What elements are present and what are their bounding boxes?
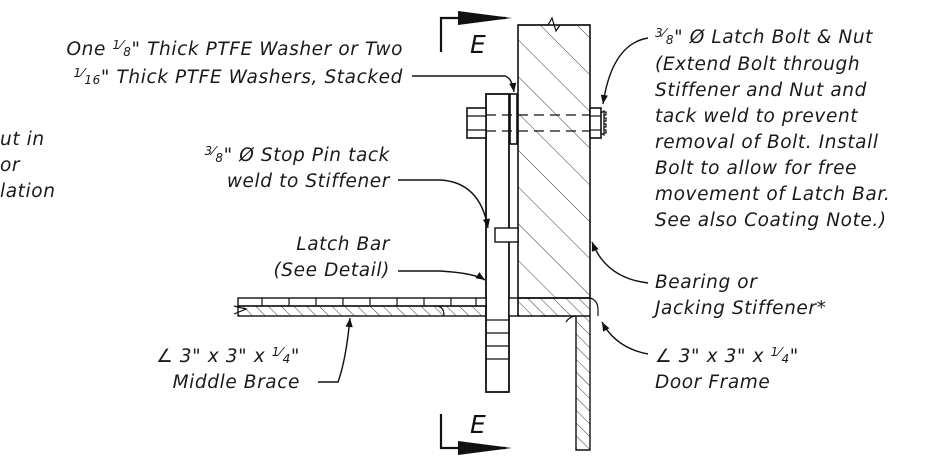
- washer-note-line1: One 1⁄8" Thick PTFE Washer or Two: [66, 38, 403, 60]
- washer-leader: [412, 75, 517, 93]
- middle-brace-note-line1: ∠ 3" x 3" x 1⁄4": [156, 345, 300, 367]
- washer-note-line2: 1⁄16" Thick PTFE Washers, Stacked: [74, 66, 403, 88]
- stop-pin: [494, 227, 519, 243]
- latch-bolt-note-line4: tack weld to prevent: [655, 106, 858, 127]
- latch-bolt-leader: [600, 37, 649, 105]
- stop-pin-note-line2: weld to Stiffener: [227, 171, 391, 192]
- door-frame-note-line2: Door Frame: [655, 372, 770, 393]
- middle-brace-toe: [508, 297, 519, 317]
- stiffener-note-line1: Bearing or: [655, 272, 758, 293]
- door-frame-note-line1: ∠ 3" x 3" x 1⁄4": [655, 345, 799, 367]
- partial-left-line2: or: [0, 155, 21, 176]
- ptfe-washer: [509, 93, 518, 145]
- latch-bolt: [466, 107, 607, 139]
- stiffener-leader: [591, 241, 649, 284]
- stop-pin-leader: [398, 179, 491, 229]
- section-cut-bottom: E: [439, 410, 512, 455]
- latch-bolt-note-line2: (Extend Bolt through: [655, 54, 860, 75]
- door-frame-angle: [517, 297, 599, 451]
- partial-left-line3: lation: [0, 181, 56, 202]
- stop-pin-note: 3⁄8" Ø Stop Pin tack weld to Stiffener: [205, 144, 391, 192]
- door-frame-note: ∠ 3" x 3" x 1⁄4" Door Frame: [655, 345, 799, 393]
- latch-bar: [485, 93, 510, 393]
- latch-bar-note: Latch Bar (See Detail): [273, 234, 390, 281]
- stiffener-note: Bearing or Jacking Stiffener*: [651, 272, 826, 319]
- stop-pin-note-line1: 3⁄8" Ø Stop Pin tack: [205, 144, 391, 166]
- latch-bolt-note-line3: Stiffener and Nut and: [655, 80, 867, 101]
- section-cut-top: E: [439, 11, 512, 59]
- latch-bolt-note-line5: removal of Bolt. Install: [655, 132, 879, 153]
- middle-brace-angle: [233, 297, 487, 317]
- partial-left-line1: ut in: [0, 129, 45, 150]
- latch-bar-leader: [398, 270, 486, 281]
- latch-bolt-note-line7: movement of Latch Bar.: [655, 184, 890, 205]
- stiffener-plate: [517, 16, 591, 299]
- middle-brace-note-line2: Middle Brace: [173, 372, 300, 393]
- latch-bolt-note-line6: Bolt to allow for free: [655, 158, 857, 179]
- section-label-top: E: [470, 30, 486, 59]
- latch-bolt-note: 3⁄8" Ø Latch Bolt & Nut (Extend Bolt thr…: [655, 26, 890, 231]
- door-frame-leader: [601, 321, 649, 355]
- partial-left-note: ut in or lation: [0, 129, 56, 202]
- washer-note: One 1⁄8" Thick PTFE Washer or Two 1⁄16" …: [66, 38, 403, 88]
- latch-bar-note-line2: (See Detail): [273, 260, 390, 281]
- middle-brace-note: ∠ 3" x 3" x 1⁄4" Middle Brace: [156, 345, 300, 393]
- latch-bolt-note-line8: See also Coating Note.): [655, 210, 887, 231]
- latch-bar-note-line1: Latch Bar: [296, 234, 391, 255]
- stiffener-note-line2: Jacking Stiffener*: [651, 298, 826, 319]
- latch-bolt-note-line1: 3⁄8" Ø Latch Bolt & Nut: [655, 26, 873, 48]
- section-label-bottom: E: [470, 410, 486, 439]
- middle-brace-leader: [318, 317, 353, 383]
